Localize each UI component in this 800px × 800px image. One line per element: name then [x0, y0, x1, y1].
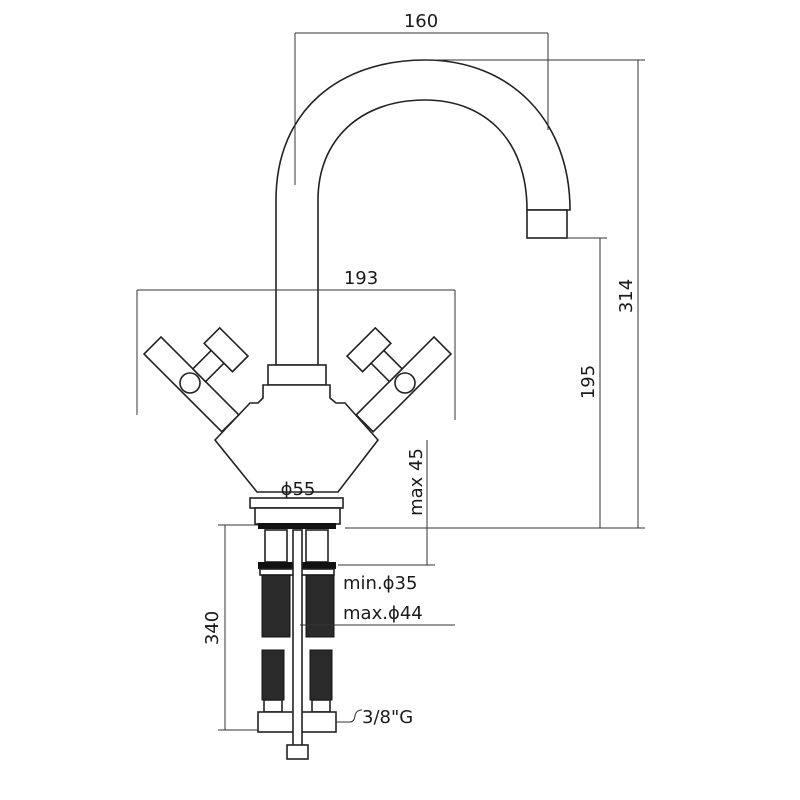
mixer-body: [213, 384, 380, 493]
left-handle[interactable]: [142, 303, 273, 433]
mounting-kit: [257, 529, 337, 760]
base-flange: [249, 497, 344, 529]
spout-nozzle: [526, 209, 568, 239]
dimension-spout-reach: 160: [294, 11, 549, 185]
dimension-total-height: 314: [345, 59, 645, 529]
svg-text:160: 160: [404, 11, 438, 32]
connection-thread-callout: 3/8"G: [336, 707, 413, 728]
dimension-outlet-height: 195: [567, 237, 607, 528]
right-handle[interactable]: [322, 303, 453, 433]
svg-text:193: 193: [344, 268, 378, 289]
svg-text:314: 314: [616, 279, 637, 313]
svg-text:3/8"G: 3/8"G: [362, 707, 413, 728]
spout-collar: [267, 364, 327, 386]
dimension-handle-span: 193: [136, 268, 456, 420]
dimension-deck-thickness: max 45: [338, 440, 435, 566]
dimension-min-hole: min.ϕ35: [343, 573, 417, 594]
svg-text:340: 340: [202, 611, 223, 645]
dimension-max-hole: max.ϕ44: [343, 603, 423, 624]
svg-text:195: 195: [578, 365, 599, 399]
dimension-base-diameter: ϕ55: [281, 479, 316, 500]
dimension-hose-length: 340: [202, 524, 258, 731]
spout: [275, 59, 571, 366]
svg-text:max 45: max 45: [406, 448, 427, 516]
